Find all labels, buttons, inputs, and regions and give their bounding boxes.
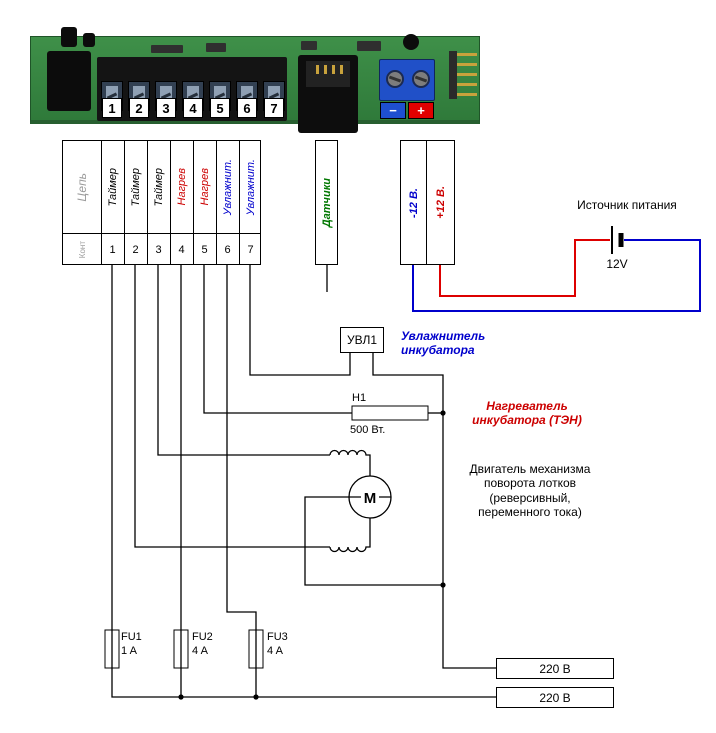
sensors-label: Датчики — [320, 177, 333, 228]
power-supply-voltage: 12V — [606, 257, 628, 271]
contact-number-cell: 7 — [247, 244, 254, 256]
junction-dots — [178, 410, 446, 700]
board-component — [301, 41, 317, 50]
board-component — [61, 27, 77, 47]
contact-number-cell: 2 — [132, 244, 139, 256]
minus12-label: -12 В. — [407, 187, 420, 218]
contact-header-label: Конт — [77, 241, 87, 259]
header-pin-icon — [457, 83, 477, 86]
heater-resistor-icon — [351, 405, 429, 421]
wire-contact6-fuse3 — [226, 265, 257, 697]
wire-humidifier-phase — [372, 353, 496, 669]
fuse-fu3-label: FU3 4 A — [267, 630, 288, 659]
header-pin-icon — [457, 73, 477, 76]
circuit-header-cell: Цепь — [63, 141, 101, 233]
fuse-fu2-label: FU2 4 A — [192, 630, 213, 659]
sensor-connector — [298, 55, 358, 133]
header-pin-icon — [457, 53, 477, 56]
screw-terminal-icon — [412, 70, 430, 88]
motor-symbol-label: M — [364, 490, 377, 507]
controller-board-photo: 1 2 3 4 5 6 7 − + — [30, 27, 480, 133]
heater-designator: H1 — [352, 392, 367, 404]
wire-motor-common — [304, 496, 443, 586]
wire-contact5-heater — [203, 265, 352, 414]
terminal-number-tag: 4 — [183, 98, 203, 118]
fuse-name: FU3 — [267, 631, 288, 643]
contact-number-cell: 6 — [224, 244, 231, 256]
wire-contact3-motor — [157, 265, 330, 456]
fuse-rating: 4 A — [267, 645, 283, 658]
header-pin-icon — [457, 93, 477, 96]
fuse-fu1-label: FU1 1 A — [121, 630, 142, 659]
motor-caption: Двигатель механизма поворота лотков (рев… — [469, 462, 591, 520]
capacitor-icon — [403, 34, 419, 50]
pin-header — [449, 51, 457, 99]
minus12-box: -12 В. — [400, 140, 427, 265]
power-supply-title: Источник питания — [577, 198, 677, 212]
column-label-cell: Таймер — [147, 141, 170, 233]
column-label: Увлажнит. — [244, 158, 257, 216]
column-label-cell: Таймер — [124, 141, 147, 233]
column-label: Таймер — [152, 167, 165, 207]
board-component — [83, 33, 95, 47]
motor-coil-lower-icon — [329, 518, 371, 553]
circuit-header-label: Цепь — [75, 172, 89, 202]
column-label: Нагрев — [175, 168, 188, 206]
wire-contact7-humidifier — [249, 265, 351, 376]
terminal-number-tag: 6 — [237, 98, 257, 118]
contact-number-cell: 1 — [109, 244, 116, 256]
heater-power: 500 Вт. — [350, 424, 386, 436]
heater-caption: Нагреватель инкубатора (ТЭН) — [472, 399, 582, 428]
terminal-number-tag: 5 — [210, 98, 230, 118]
terminal-number-tag: 1 — [102, 98, 122, 118]
contact-number-cell: 3 — [155, 244, 162, 256]
column-label-cell: Нагрев — [170, 141, 193, 233]
terminal-number-tag: 3 — [156, 98, 176, 118]
terminal-number-tag: 7 — [264, 98, 284, 118]
mains-outlet-1: 220 В — [496, 658, 614, 679]
sensor-connector-slot — [306, 61, 350, 87]
plus-terminal-label: + — [408, 102, 434, 119]
plus12-box: +12 В. — [426, 140, 455, 265]
humidifier-box: УВЛ1 — [340, 327, 384, 353]
column-label: Таймер — [106, 167, 119, 207]
column-label: Увлажнит. — [221, 158, 234, 216]
board-component — [206, 43, 226, 52]
fuse-name: FU1 — [121, 631, 142, 643]
fuse-name: FU2 — [192, 631, 213, 643]
humidifier-caption: Увлажнитель инкубатора — [401, 329, 486, 358]
screw-terminal-icon — [386, 70, 404, 88]
fuse-rating: 4 A — [192, 645, 208, 658]
wire-plus12 — [439, 239, 610, 297]
plus12-label: +12 В. — [434, 186, 447, 219]
motor-coil-upper-icon — [329, 449, 371, 476]
terminal-number-tag: 2 — [129, 98, 149, 118]
column-label: Нагрев — [198, 168, 211, 206]
mains-outlet-2: 220 В — [496, 687, 614, 708]
contact-number-cell: 4 — [178, 244, 185, 256]
column-label: Таймер — [129, 167, 142, 207]
board-component — [357, 41, 381, 51]
column-label-cell: Увлажнит. — [239, 141, 262, 233]
sensors-box: Датчики — [315, 140, 338, 265]
board-component — [151, 45, 183, 53]
column-label-cell: Нагрев — [193, 141, 216, 233]
battery-icon — [611, 226, 624, 254]
fuse-rating: 1 A — [121, 645, 137, 658]
wire-contact2-motor — [134, 265, 330, 548]
relay-component — [47, 51, 91, 111]
minus-terminal-label: − — [380, 102, 406, 119]
contact-number-cell: 5 — [201, 244, 208, 256]
motor-icon: M — [348, 475, 392, 519]
terminal-legend-table: Цепь Конт Таймер Таймер Таймер Нагрев На… — [62, 140, 261, 265]
contact-header-cell: Конт — [63, 234, 101, 266]
header-pin-icon — [457, 63, 477, 66]
column-label-cell: Увлажнит. — [216, 141, 239, 233]
column-label-cell: Таймер — [101, 141, 124, 233]
wire-minus12 — [412, 239, 701, 312]
wire-contact1-neutral — [111, 265, 496, 698]
power-terminal-block — [379, 59, 435, 101]
